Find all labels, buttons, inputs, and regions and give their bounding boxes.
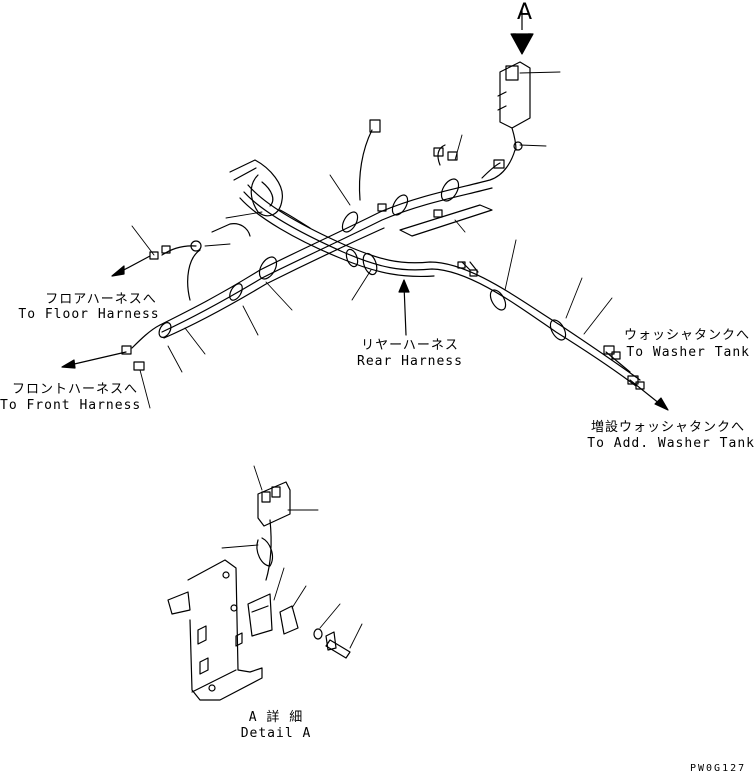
upper-branches bbox=[358, 119, 505, 218]
front-harness-label-jp: フロントハーネスへ bbox=[11, 382, 138, 397]
cab-bracket bbox=[497, 61, 531, 151]
detail-a-caption-jp: A 詳 細 bbox=[248, 710, 304, 725]
washer-tank-label-en: To Washer Tank bbox=[626, 345, 750, 360]
main-harness-cross bbox=[121, 149, 516, 371]
drawing-code: PW0G127 bbox=[690, 763, 747, 774]
floor-harness-label-en: To Floor Harness bbox=[18, 307, 160, 322]
rear-harness-label-jp: リヤーハーネス bbox=[361, 338, 459, 353]
view-a-marker: A bbox=[517, 0, 533, 25]
detail-a-caption-en: Detail A bbox=[240, 726, 312, 741]
detail-a bbox=[167, 465, 363, 701]
leader-lines bbox=[131, 71, 613, 409]
destination-arrows bbox=[61, 255, 669, 411]
front-harness-label-en: To Front Harness bbox=[0, 398, 142, 413]
harness-guide bbox=[211, 159, 493, 237]
add-washer-tank-label-en: To Add. Washer Tank bbox=[587, 436, 755, 451]
washer-tank-label-jp: ウォッシャタンクへ bbox=[623, 328, 750, 343]
view-a-arrow bbox=[510, 9, 534, 55]
add-washer-tank-label-jp: 増設ウォッシャタンクへ bbox=[590, 420, 745, 435]
rear-harness-label-en: Rear Harness bbox=[357, 354, 463, 369]
floor-harness-label-jp: フロアハーネスへ bbox=[45, 292, 157, 307]
